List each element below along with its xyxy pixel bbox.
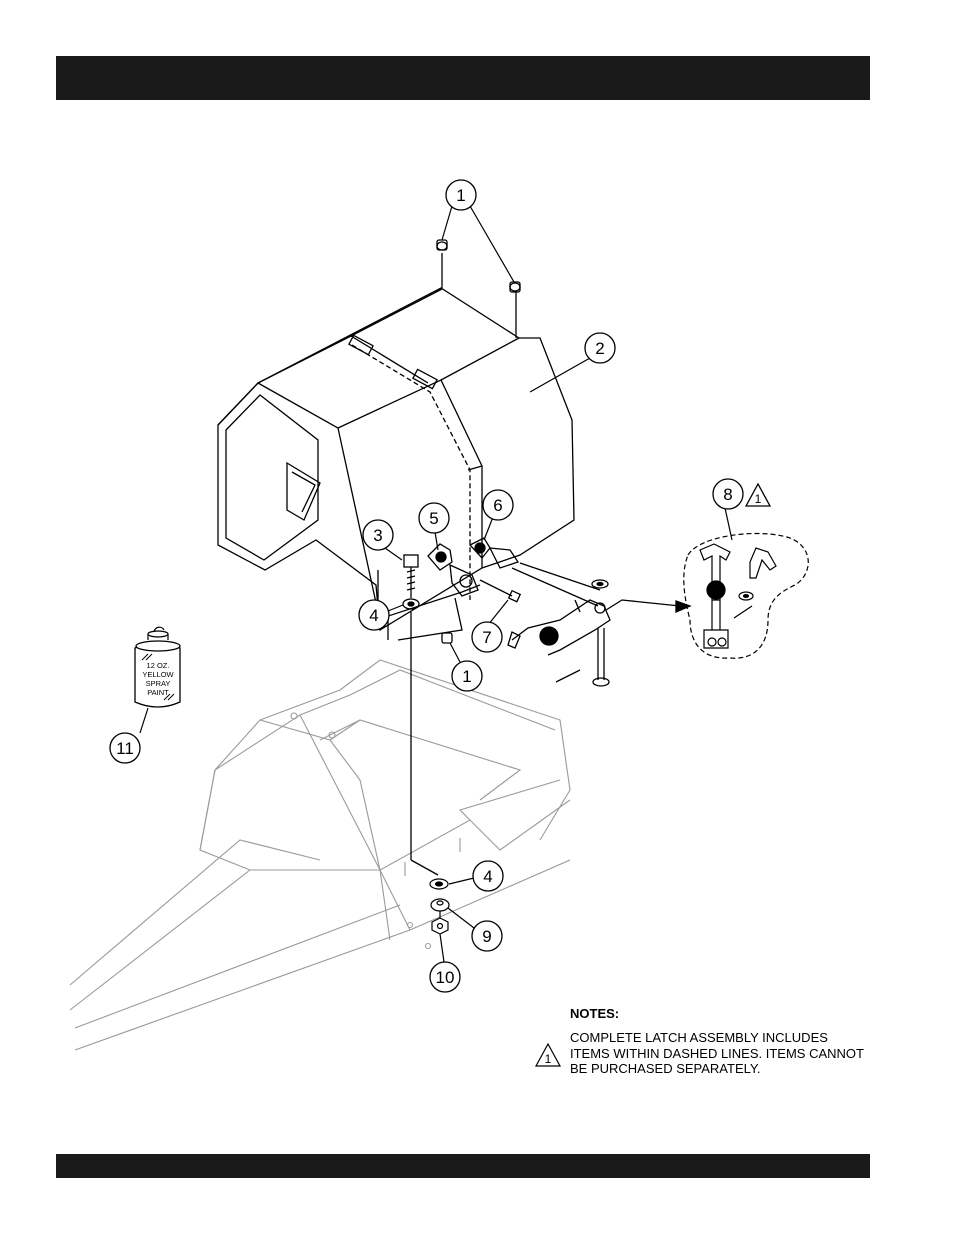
svg-text:5: 5: [429, 509, 438, 528]
note-flag-icon: 1: [534, 1042, 562, 1068]
callout-10: 10: [430, 962, 460, 992]
footer-bar: [56, 1154, 870, 1178]
callout-5: 5: [419, 503, 449, 533]
can-label-line-1: 12 OZ.: [147, 661, 170, 670]
svg-text:9: 9: [482, 927, 491, 946]
svg-text:8: 8: [723, 485, 732, 504]
callout-8: 8: [713, 479, 743, 509]
lower-hardware: [430, 879, 449, 934]
svg-text:1: 1: [456, 186, 465, 205]
notes-title: NOTES:: [570, 1006, 619, 1021]
spray-can: 12 OZ. YELLOW SPRAY PAINT: [135, 627, 180, 707]
callout-1-lower: 1: [452, 661, 482, 691]
callout-8-flag: 1: [746, 484, 770, 506]
callout-4-lower: 4: [473, 861, 503, 891]
svg-text:4: 4: [369, 606, 378, 625]
latch-assembly-inset: [684, 533, 808, 658]
note-flag-number: 1: [545, 1052, 552, 1066]
callout-7: 7: [472, 622, 502, 652]
svg-text:1: 1: [462, 667, 471, 686]
can-label-line-4: PAINT: [147, 688, 169, 697]
callout-2: 2: [585, 333, 615, 363]
cover-housing: [218, 240, 574, 875]
latch-handle: [508, 563, 690, 686]
callout-9: 9: [472, 921, 502, 951]
svg-text:2: 2: [595, 339, 604, 358]
leader-lines: [140, 206, 732, 962]
svg-text:3: 3: [373, 526, 382, 545]
callout-4-upper: 4: [359, 600, 389, 630]
svg-text:1: 1: [755, 492, 762, 506]
notes-body: COMPLETE LATCH ASSEMBLY INCLUDES ITEMS W…: [570, 1030, 870, 1077]
can-label-line-3: SPRAY: [146, 679, 171, 688]
callout-3: 3: [363, 520, 393, 550]
callouts: 1 2 3 4 5 6 7 1: [110, 180, 770, 992]
svg-text:7: 7: [482, 628, 491, 647]
svg-text:4: 4: [483, 867, 492, 886]
svg-text:6: 6: [493, 496, 502, 515]
can-label-line-2: YELLOW: [142, 670, 174, 679]
svg-text:11: 11: [116, 739, 134, 758]
callout-11: 11: [110, 733, 140, 763]
callout-6: 6: [483, 490, 513, 520]
callout-1-top: 1: [446, 180, 476, 210]
svg-text:10: 10: [436, 968, 455, 987]
